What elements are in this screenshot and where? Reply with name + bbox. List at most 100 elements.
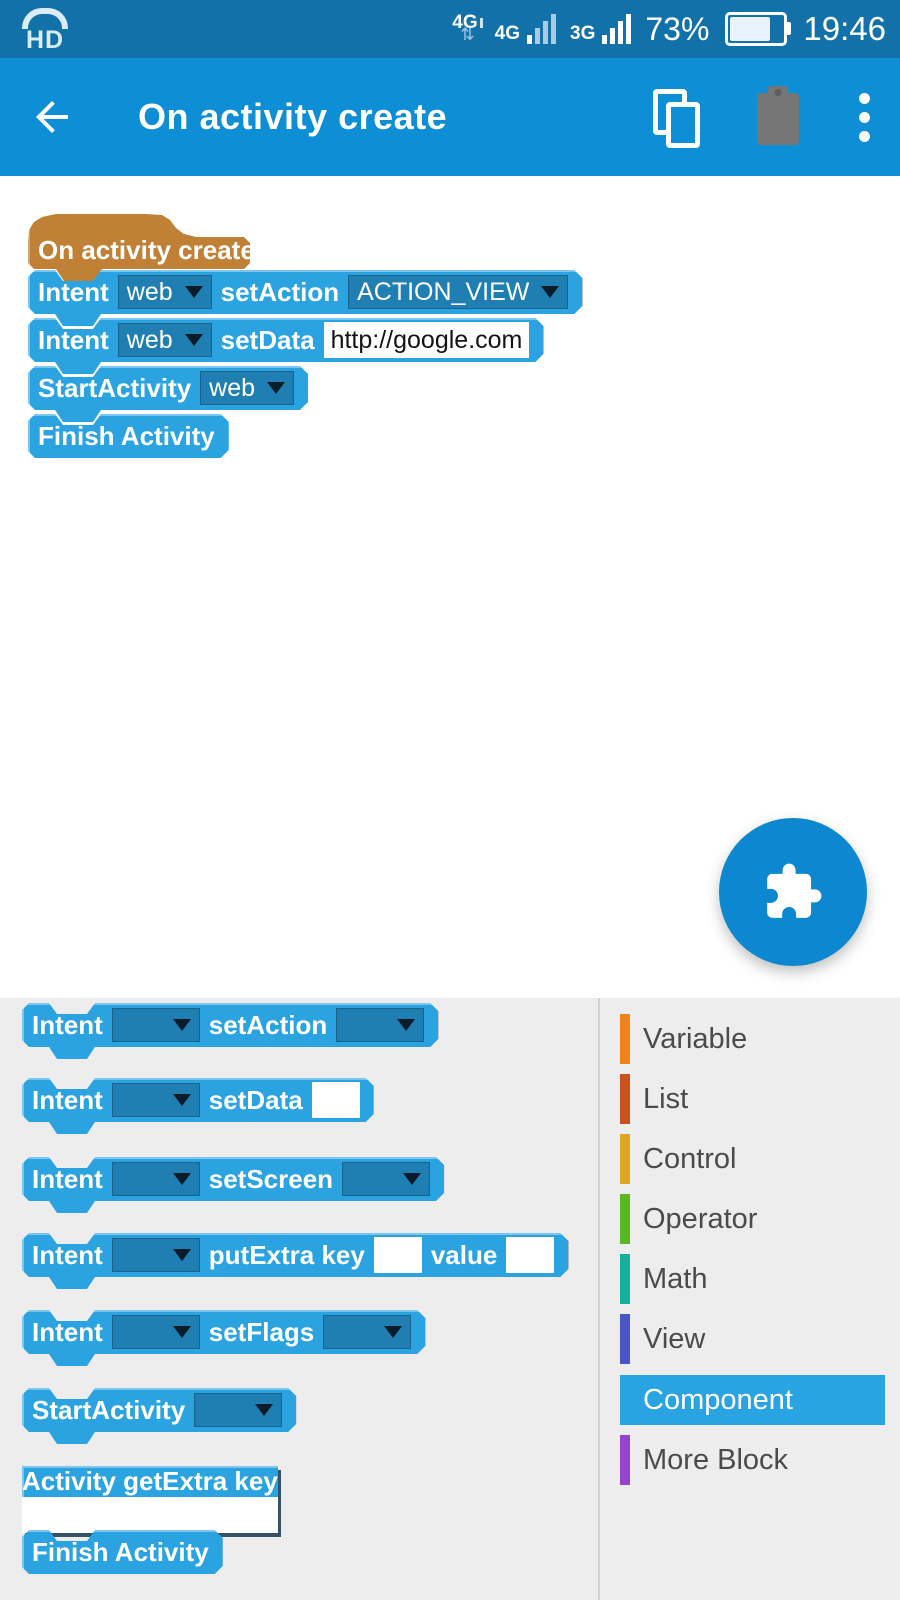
paste-button[interactable] (757, 93, 799, 145)
data-input[interactable] (312, 1082, 360, 1118)
hd-label: HD (25, 25, 65, 54)
category-control[interactable]: Control (620, 1134, 737, 1184)
block-startactivity[interactable]: StartActivity web (28, 366, 308, 422)
component-dropdown[interactable] (194, 1393, 282, 1427)
palette-block-intent-setscreen[interactable]: Intent setScreen (22, 1157, 444, 1213)
palette-block-intent-setdata[interactable]: Intent setData (22, 1078, 374, 1134)
page-title: On activity create (138, 96, 448, 137)
app-bar: On activity create (0, 58, 900, 176)
battery-percent: 73% (645, 10, 710, 47)
action-dropdown[interactable] (336, 1008, 424, 1042)
back-arrow-icon (36, 101, 68, 133)
4g-signal-icon: 4G (495, 14, 556, 44)
component-dropdown[interactable]: web (118, 323, 212, 357)
category-more-block[interactable]: More Block (620, 1435, 788, 1485)
dropdown-arrow-icon (185, 334, 203, 346)
block-label: Intent (38, 324, 109, 355)
block-label: Intent (38, 276, 109, 307)
palette-block-finish-activity[interactable]: Finish Activity (22, 1530, 223, 1574)
category-color-bar (620, 1194, 630, 1244)
component-dropdown[interactable]: web (200, 371, 294, 405)
copy-button[interactable] (653, 89, 701, 148)
dropdown-arrow-icon (173, 1019, 191, 1031)
action-dropdown[interactable]: ACTION_VIEW (348, 275, 568, 309)
block-label: setData (220, 324, 315, 355)
block-label: Intent (32, 1084, 103, 1115)
category-component-selected[interactable]: Component (620, 1375, 885, 1425)
palette-block-list[interactable]: Intent setAction Intent setData Intent (0, 998, 598, 1600)
block-label: Intent (32, 1239, 103, 1270)
dropdown-arrow-icon (255, 1404, 273, 1416)
block-label: Intent (32, 1009, 103, 1040)
block-palette: Intent setAction Intent setData Intent (0, 998, 900, 1600)
block-intent-setaction[interactable]: Intent web setAction ACTION_VIEW (28, 270, 582, 326)
dropdown-arrow-icon (173, 1173, 191, 1185)
palette-block-startactivity[interactable]: StartActivity (22, 1388, 296, 1444)
block-label: StartActivity (38, 372, 192, 403)
palette-block-intent-setaction[interactable]: Intent setAction (22, 1003, 438, 1059)
back-button[interactable] (22, 87, 82, 147)
dropdown-arrow-icon (397, 1019, 415, 1031)
category-math[interactable]: Math (620, 1254, 707, 1304)
block-label: value (430, 1239, 498, 1270)
block-canvas[interactable]: On activity create Intent web setAction … (0, 176, 900, 998)
screen-dropdown[interactable] (342, 1162, 430, 1196)
block-label: setData (208, 1084, 303, 1115)
palette-block-intent-putextra[interactable]: Intent putExtra key value (22, 1233, 568, 1289)
block-label: On activity create (38, 235, 255, 265)
category-list-item[interactable]: List (620, 1074, 688, 1124)
hd-arc (22, 7, 68, 29)
block-label: setFlags (208, 1316, 315, 1347)
block-intent-setdata[interactable]: Intent web setData http://google.com (28, 318, 543, 374)
key-input[interactable] (374, 1237, 422, 1273)
block-label: setAction (220, 276, 340, 307)
category-operator[interactable]: Operator (620, 1194, 757, 1244)
dropdown-arrow-icon (173, 1094, 191, 1106)
hd-volte-icon: HD (22, 7, 68, 54)
block-label: putExtra key (208, 1239, 365, 1270)
block-label: Finish Activity (32, 1536, 209, 1567)
puzzle-icon (767, 863, 822, 918)
dropdown-arrow-icon (403, 1173, 421, 1185)
overflow-menu-button[interactable] (855, 89, 874, 146)
category-list: Variable List Control Operator Math View (598, 998, 900, 1600)
status-time: 19:46 (803, 10, 886, 47)
category-variable[interactable]: Variable (620, 1014, 747, 1064)
component-dropdown[interactable] (112, 1008, 200, 1042)
dropdown-arrow-icon (173, 1249, 191, 1261)
palette-block-activity-getextra[interactable]: Activity getExtra key (22, 1466, 278, 1533)
battery-icon (725, 12, 792, 46)
dropdown-arrow-icon (267, 382, 285, 394)
category-view[interactable]: View (620, 1314, 705, 1364)
component-dropdown[interactable] (112, 1083, 200, 1117)
key-input[interactable] (22, 1497, 278, 1533)
dropdown-arrow-icon (541, 286, 559, 298)
block-label: StartActivity (32, 1394, 186, 1425)
component-dropdown[interactable] (112, 1315, 200, 1349)
dropdown-arrow-icon (173, 1326, 191, 1338)
status-bar: HD 4G ⇅ 4G 3G 73% 19:46 (0, 0, 900, 58)
palette-block-intent-setflags[interactable]: Intent setFlags (22, 1310, 425, 1366)
block-label: Intent (32, 1316, 103, 1347)
block-finish-activity[interactable]: Finish Activity (28, 414, 229, 458)
category-color-bar (620, 1074, 630, 1124)
category-color-bar (620, 1254, 630, 1304)
flags-dropdown[interactable] (323, 1315, 411, 1349)
category-color-bar (620, 1314, 630, 1364)
dropdown-arrow-icon (185, 286, 203, 298)
block-label: setScreen (208, 1163, 334, 1194)
category-color-bar (620, 1134, 630, 1184)
component-dropdown[interactable]: web (118, 275, 212, 309)
category-color-bar (620, 1435, 630, 1485)
block-picker-fab[interactable] (719, 818, 867, 966)
component-dropdown[interactable] (112, 1238, 200, 1272)
block-label: Activity getExtra key (22, 1466, 278, 1496)
3g-signal-icon: 3G (570, 14, 632, 44)
category-color-bar (620, 1014, 630, 1064)
value-input[interactable] (506, 1237, 554, 1273)
url-input[interactable]: http://google.com (324, 322, 530, 358)
block-label: setAction (208, 1009, 328, 1040)
block-label: Finish Activity (38, 420, 215, 451)
component-dropdown[interactable] (112, 1162, 200, 1196)
